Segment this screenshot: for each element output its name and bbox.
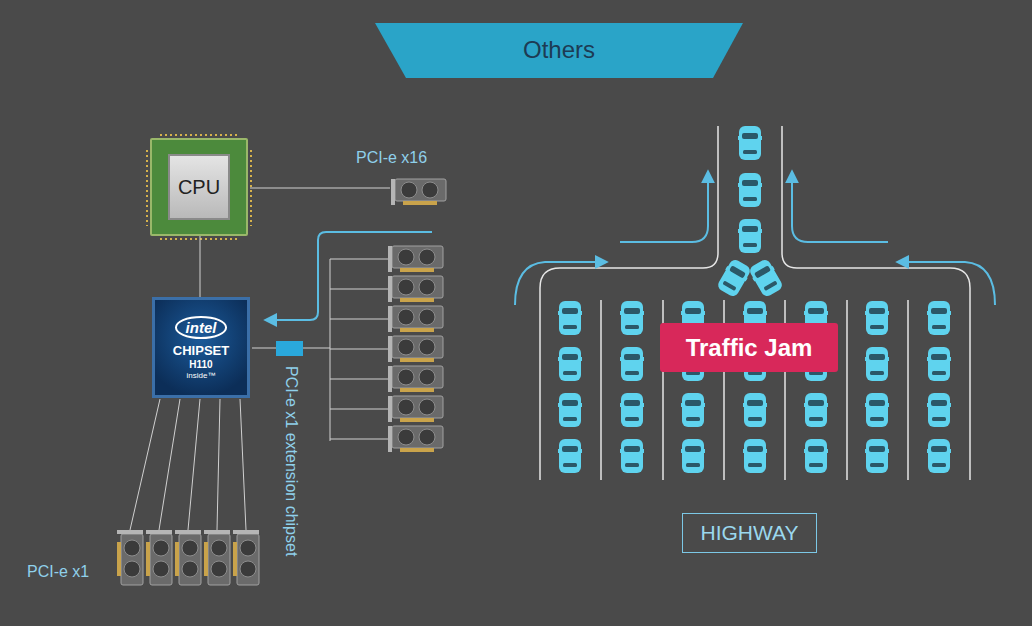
node-text: HIGHWAY <box>701 521 799 545</box>
node-text: inside™ <box>187 371 216 380</box>
cpu-chip: CPU <box>150 138 248 236</box>
node-text: H110 <box>189 359 212 370</box>
port-label: PCI-e x1 <box>27 563 89 581</box>
title-text: Others <box>523 36 595 64</box>
node-text: Traffic Jam <box>686 334 813 362</box>
traffic-jam-box: Traffic Jam <box>660 323 838 372</box>
node-text: intel <box>175 316 228 339</box>
bus-line <box>200 236 201 297</box>
node-text: CPU <box>168 154 230 220</box>
vertical-label: PCI-e x1 extension chipset <box>282 366 300 556</box>
node-text: CHIPSET <box>173 343 229 358</box>
port-label: PCI-e x16 <box>356 149 427 167</box>
highway-box: HIGHWAY <box>682 513 817 553</box>
chipset-box: intelCHIPSETH110inside™ <box>152 297 250 398</box>
